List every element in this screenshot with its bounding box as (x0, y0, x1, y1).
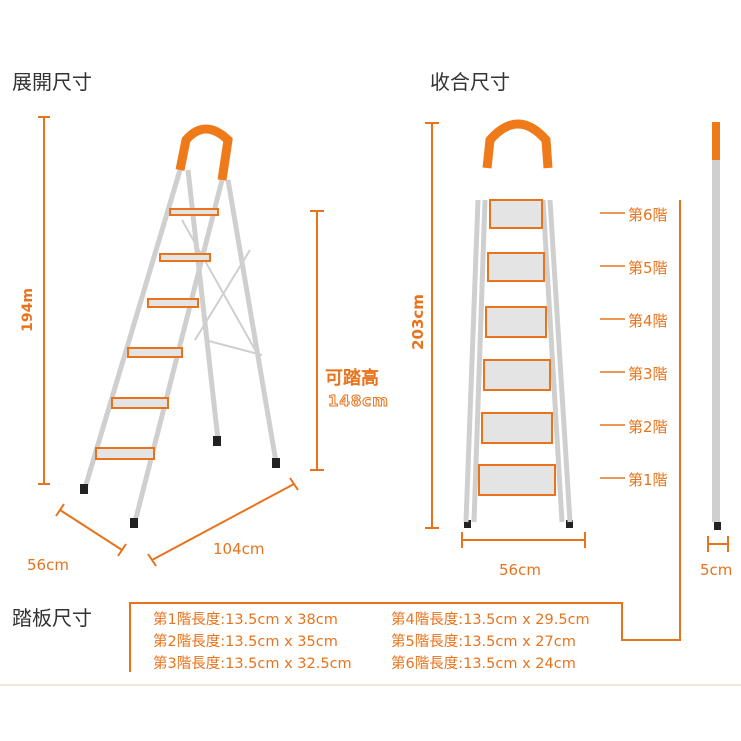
step-size-2: 第2階長度:13.5cm x 35cm (153, 634, 338, 650)
footer-divider (0, 684, 741, 686)
step-arrows (600, 212, 625, 479)
thickness-label: 5cm (700, 561, 733, 579)
folded-width-label: 56cm (499, 561, 541, 579)
step-label-3: 第3階 (628, 365, 668, 383)
step-label-1: 第1階 (628, 471, 668, 489)
expanded-height-label: 194m (19, 288, 36, 332)
step-label-5: 第5階 (628, 259, 668, 277)
folded-ladder (463, 119, 720, 523)
step-size-6: 第6階長度:13.5cm x 24cm (391, 656, 576, 672)
step-label-6: 第6階 (628, 206, 668, 224)
ladder-feet (80, 436, 721, 530)
step-label-4: 第4階 (628, 312, 668, 330)
step-label-2: 第2階 (628, 418, 668, 436)
folded-title: 收合尺寸 (430, 70, 510, 94)
expanded-length-label: 104cm (213, 540, 265, 558)
length-line (151, 483, 295, 561)
usable-height-value: 148cm (328, 392, 389, 411)
step-size-3: 第3階長度:13.5cm x 32.5cm (153, 656, 352, 672)
expanded-title: 展開尺寸 (12, 70, 92, 94)
expanded-steps (95, 208, 219, 460)
step-size-5: 第5階長度:13.5cm x 27cm (391, 634, 576, 650)
expanded-depth-label: 56cm (27, 556, 69, 574)
step-bracket (129, 200, 681, 672)
step-size-4: 第4階長度:13.5cm x 29.5cm (391, 612, 590, 628)
dimension-lines (38, 116, 729, 672)
folded-steps (478, 199, 556, 496)
step-size-1: 第1階長度:13.5cm x 38cm (153, 612, 338, 628)
usable-height-label: 可踏高 (325, 368, 379, 389)
expanded-ladder (82, 124, 279, 523)
folded-height-label: 203cm (408, 294, 427, 350)
depth-line (59, 509, 123, 551)
step-size-title: 踏板尺寸 (12, 606, 92, 630)
